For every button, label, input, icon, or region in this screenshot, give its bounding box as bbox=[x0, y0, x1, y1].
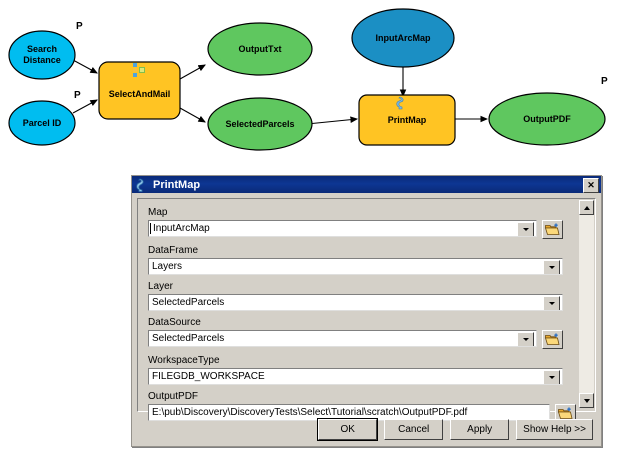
value-dataframe: Layers bbox=[152, 261, 183, 272]
node-print-map bbox=[358, 94, 456, 146]
parameter-list: Map InputArcMap bbox=[138, 199, 578, 423]
model-builder-diagram: Search Distance Parcel ID SelectAndMail … bbox=[0, 0, 628, 172]
value-outputpdf: E:\pub\Discovery\DiscoveryTests\Select\T… bbox=[152, 407, 468, 418]
label-workspacetype: WorkspaceType bbox=[148, 355, 220, 366]
value-workspacetype: FILEGDB_WORKSPACE bbox=[152, 371, 265, 382]
input-datasource[interactable]: SelectedParcels bbox=[148, 330, 537, 347]
value-map: InputArcMap bbox=[153, 223, 210, 234]
show-help-button[interactable]: Show Help >> bbox=[516, 418, 593, 440]
close-icon[interactable]: ✕ bbox=[583, 178, 599, 193]
browse-folder-button-outputpdf[interactable] bbox=[555, 404, 576, 423]
dropdown-arrow-workspacetype-icon[interactable] bbox=[543, 369, 560, 384]
node-output-pdf bbox=[488, 92, 606, 146]
cancel-button[interactable]: Cancel bbox=[384, 418, 444, 440]
node-parcel-id bbox=[8, 100, 76, 146]
field-workspacetype: WorkspaceType FILEGDB_WORKSPACE bbox=[148, 355, 578, 385]
value-layer: SelectedParcels bbox=[152, 297, 225, 308]
apply-button[interactable]: Apply bbox=[450, 418, 510, 440]
printmap-dialog: PrintMap ✕ Map InputArcMap bbox=[131, 175, 602, 447]
label-datasource: DataSource bbox=[148, 317, 201, 328]
input-workspacetype[interactable]: FILEGDB_WORKSPACE bbox=[148, 368, 563, 385]
text-caret bbox=[150, 223, 151, 234]
dialog-body: Map InputArcMap bbox=[137, 198, 596, 423]
value-datasource: SelectedParcels bbox=[152, 333, 225, 344]
node-input-arcmap bbox=[351, 8, 455, 68]
input-layer[interactable]: SelectedParcels bbox=[148, 294, 563, 311]
parameter-flag-search-distance: P bbox=[76, 21, 83, 32]
dialog-button-bar: OK Cancel Apply Show Help >> bbox=[132, 412, 601, 446]
input-dataframe[interactable]: Layers bbox=[148, 258, 563, 275]
label-map: Map bbox=[148, 207, 168, 218]
node-search-distance bbox=[8, 30, 76, 80]
parameter-scrollbar[interactable] bbox=[579, 200, 594, 408]
field-dataframe: DataFrame Layers bbox=[148, 245, 578, 275]
scroll-up-arrow-icon[interactable] bbox=[579, 200, 594, 215]
node-select-and-mail bbox=[98, 61, 181, 120]
scrollbar-track[interactable] bbox=[579, 215, 594, 393]
input-map[interactable]: InputArcMap bbox=[148, 220, 537, 237]
node-output-txt bbox=[207, 22, 313, 76]
label-outputpdf: OutputPDF bbox=[148, 391, 199, 402]
label-layer: Layer bbox=[148, 281, 174, 292]
parameter-flag-output-pdf: P bbox=[601, 76, 608, 87]
script-tool-icon-2 bbox=[396, 96, 404, 110]
dialog-title: PrintMap bbox=[153, 178, 201, 191]
ok-button[interactable]: OK bbox=[317, 417, 379, 441]
scroll-down-arrow-icon[interactable] bbox=[579, 393, 594, 408]
parameter-flag-parcel-id: P bbox=[74, 90, 81, 101]
script-tool-icon bbox=[133, 63, 145, 77]
label-dataframe: DataFrame bbox=[148, 245, 199, 256]
field-datasource: DataSource SelectedParcels bbox=[148, 317, 578, 349]
script-tool-icon bbox=[135, 178, 149, 192]
dropdown-arrow-map-icon[interactable] bbox=[517, 221, 534, 236]
node-selected-parcels bbox=[207, 97, 313, 151]
dropdown-arrow-dataframe-icon[interactable] bbox=[543, 259, 560, 274]
browse-folder-button-datasource[interactable] bbox=[542, 330, 563, 349]
dropdown-arrow-datasource-icon[interactable] bbox=[517, 331, 534, 346]
dropdown-arrow-layer-icon[interactable] bbox=[543, 295, 560, 310]
dialog-titlebar[interactable]: PrintMap ✕ bbox=[132, 176, 601, 193]
browse-folder-button-map[interactable] bbox=[542, 220, 563, 239]
field-map: Map InputArcMap bbox=[148, 207, 578, 239]
field-layer: Layer SelectedParcels bbox=[148, 281, 578, 311]
